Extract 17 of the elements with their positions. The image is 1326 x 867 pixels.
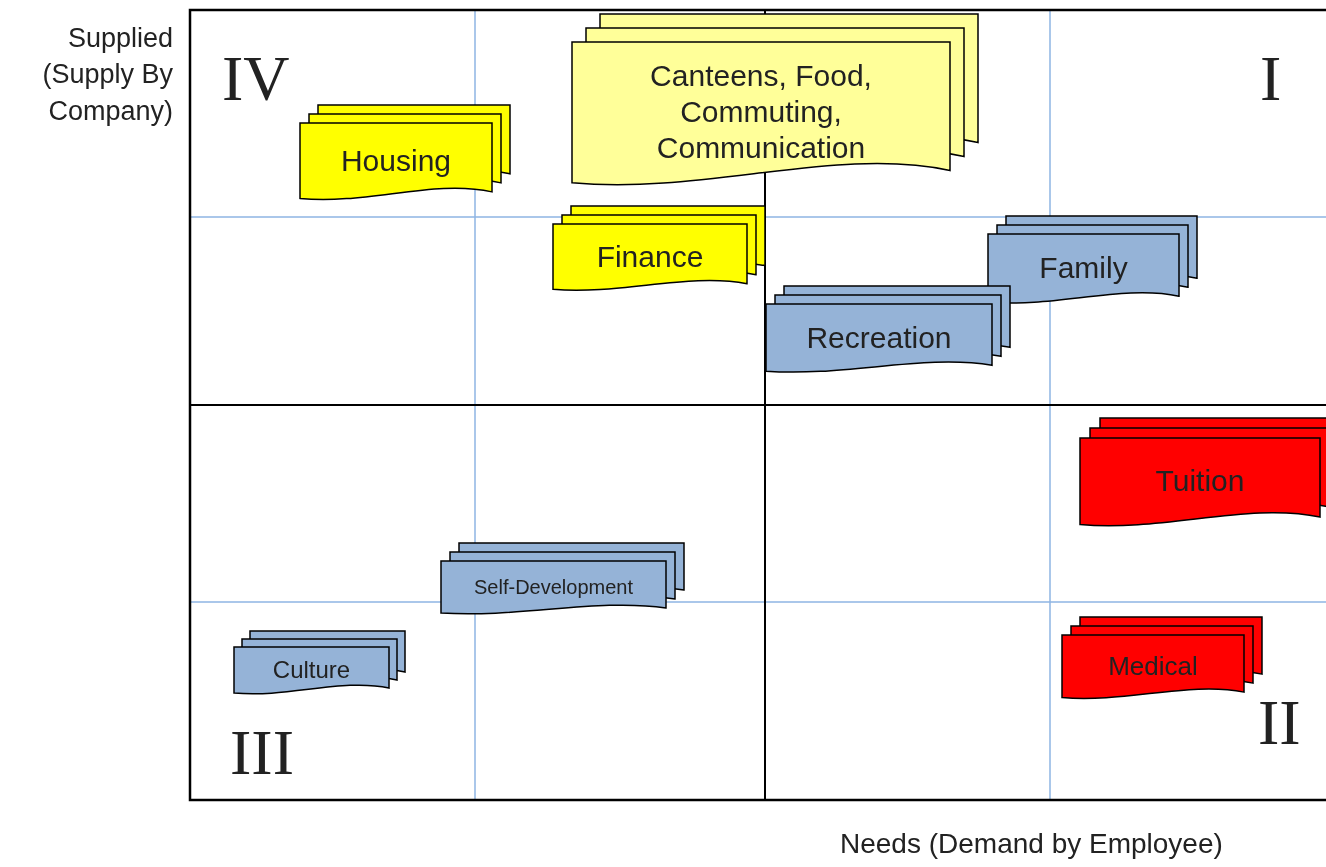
quadrant-number: IV [222,42,290,116]
quadrant-number: II [1258,686,1301,760]
node-label: Tuition [1154,463,1246,500]
quadrant-number: I [1260,42,1282,116]
node-label: Culture [271,654,352,685]
node-label: Finance [595,238,705,275]
quadrant-number: III [230,716,294,790]
node-label: Canteens, Food, Commuting, Communication [649,58,873,167]
node-label: Family [1038,250,1129,287]
multi-document-shape [234,631,405,698]
axis-title: Supplied (Supply By Company) [41,22,173,128]
node-label: Self-Development [473,575,634,600]
node-label: Medical [1107,649,1199,683]
axis-title: Needs (Demand by Employee) [840,828,1223,860]
multi-document-shape [441,543,684,618]
node-label: Recreation [805,319,953,356]
node-label: Housing [339,142,453,179]
